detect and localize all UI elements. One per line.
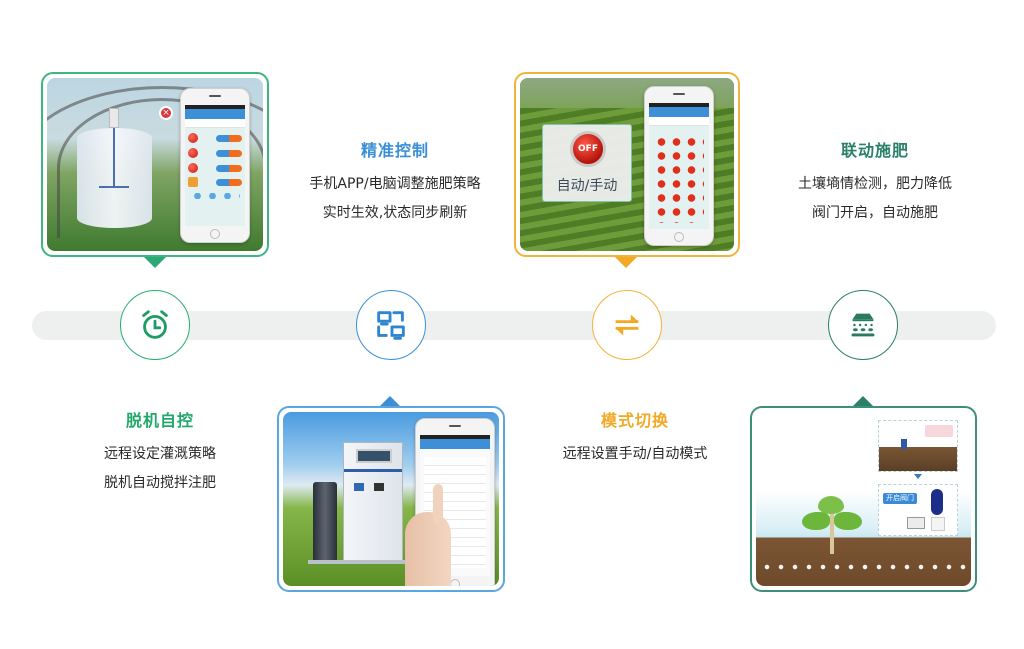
off-button-graphic: OFF	[570, 131, 606, 167]
linkage-fertilization-desc-line1: 土壤墒情检测，肥力降低	[798, 176, 952, 192]
offline-control-node[interactable]	[120, 290, 190, 360]
offline-control-image-card: ×	[41, 72, 269, 257]
switch-arrows-icon	[615, 314, 639, 336]
linkage-fertilization-title: 联动施肥	[840, 141, 909, 160]
soil-sensor-icon	[851, 313, 875, 337]
precise-control-desc-line1: 手机APP/电脑调整施肥策略	[309, 176, 481, 192]
fertigation-machine-graphic	[343, 442, 403, 562]
mode-switch-desc-line1: 远程设置手动/自动模式	[562, 446, 708, 462]
precise-control-desc-line2: 实时生效,状态同步刷新	[322, 205, 468, 221]
cancel-badge-icon: ×	[159, 106, 173, 120]
mode-switch-image-card: OFF 自动/手动	[514, 72, 740, 257]
card-pointer	[144, 257, 166, 268]
precise-control-title: 精准控制	[360, 141, 429, 160]
linkage-fertilization-desc-line2: 阀门开启，自动施肥	[812, 205, 938, 221]
tea-field-switch-image: OFF 自动/手动	[520, 78, 734, 251]
phone-app-mockup	[415, 418, 495, 586]
mode-switch-title: 模式切换	[600, 411, 669, 430]
alarm-clock-icon	[142, 310, 168, 339]
plant-graphic	[830, 500, 834, 554]
phone-app-mockup	[644, 86, 714, 246]
precise-control-node[interactable]	[356, 290, 426, 360]
linkage-fertilization-node[interactable]	[828, 290, 898, 360]
soil-sensor-valve-image: 开启阀门	[756, 412, 971, 586]
offline-control-title: 脱机自控	[125, 411, 194, 430]
phone-app-mockup	[180, 88, 250, 243]
offline-control-desc-line2: 脱机自动搅拌注肥	[104, 475, 216, 491]
fertigation-machine-image	[283, 412, 499, 586]
linkage-fertilization-image-card: 开启阀门	[750, 406, 977, 592]
greenhouse-mixer-image: ×	[47, 78, 263, 251]
open-valve-button: 开启阀门	[883, 493, 917, 504]
auto-manual-label: 自动/手动	[556, 178, 618, 194]
card-pointer	[852, 396, 874, 407]
card-pointer	[615, 257, 637, 268]
offline-control-desc-line1: 远程设定灌溉策略	[104, 446, 216, 462]
precise-control-image-card	[277, 406, 505, 592]
network-computers-icon	[377, 311, 405, 340]
auto-manual-panel: OFF 自动/手动	[542, 124, 632, 202]
mode-switch-node[interactable]	[592, 290, 662, 360]
card-pointer	[379, 396, 401, 407]
hand-graphic	[405, 512, 451, 586]
